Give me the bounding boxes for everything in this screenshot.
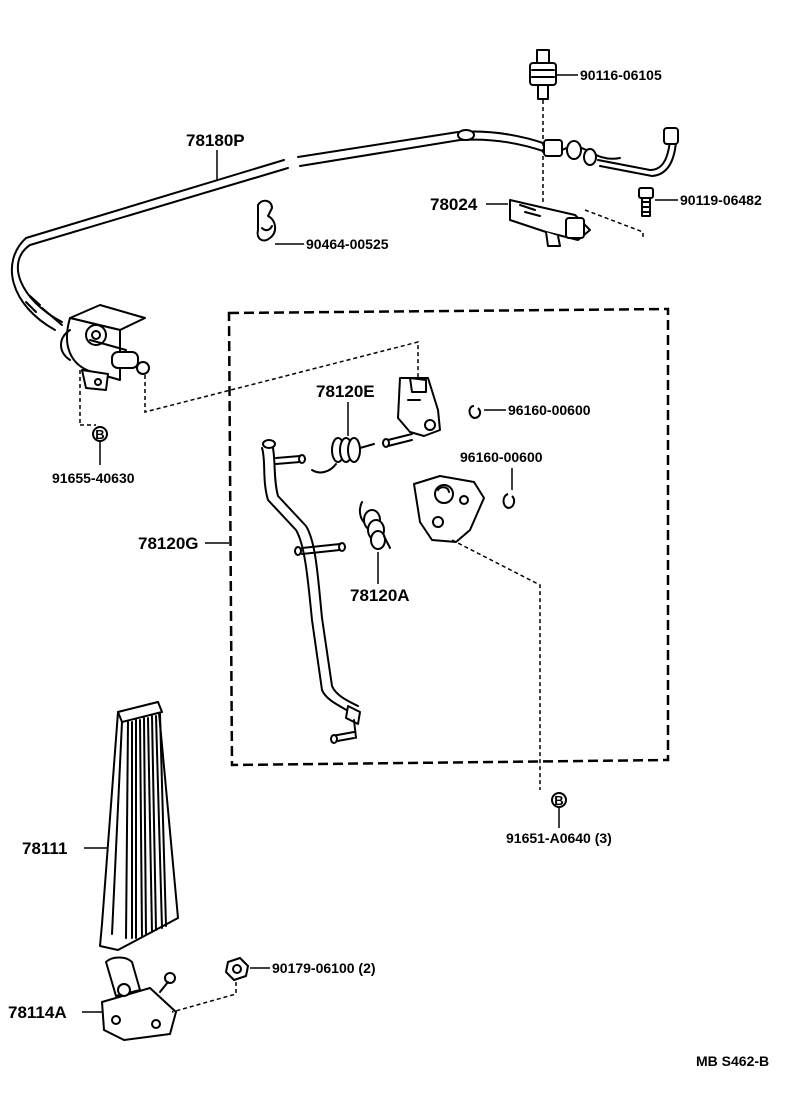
pedal-lever bbox=[261, 439, 361, 744]
right-bolt bbox=[638, 187, 654, 217]
label-96160-00600-a: 96160-00600 bbox=[508, 402, 591, 418]
upper-bracket bbox=[382, 377, 441, 448]
bolt-marker-left bbox=[92, 426, 108, 442]
label-78120E: 78120E bbox=[316, 382, 375, 401]
bolt-marker-bottom bbox=[551, 792, 567, 808]
label-96160-00600-b: 96160-00600 bbox=[460, 449, 543, 465]
clamp bbox=[256, 199, 276, 242]
diagram-code: MB S462-B bbox=[696, 1053, 769, 1069]
label-90119-06482: 90119-06482 bbox=[680, 192, 762, 208]
hinge-bracket bbox=[413, 475, 485, 543]
cable-end-bracket bbox=[60, 304, 150, 391]
accelerator-cable bbox=[10, 127, 679, 331]
bracket-78024 bbox=[509, 199, 591, 247]
assembly-box bbox=[227, 307, 670, 767]
label-78111: 78111 bbox=[22, 839, 67, 858]
label-78114A: 78114A bbox=[8, 1003, 67, 1022]
clip-upper bbox=[468, 405, 482, 419]
pedal-base bbox=[101, 956, 177, 1041]
label-90116-06105: 90116-06105 bbox=[580, 67, 662, 83]
nut bbox=[225, 957, 249, 981]
label-78120G: 78120G bbox=[138, 534, 199, 553]
clip-lower bbox=[502, 493, 516, 509]
pedal-pad bbox=[99, 701, 179, 951]
label-91655-40630: 91655-40630 bbox=[52, 470, 135, 486]
top-bolt bbox=[529, 49, 557, 100]
label-90179-06100: 90179-06100 (2) bbox=[272, 960, 376, 976]
spring-78120E bbox=[311, 437, 375, 474]
label-91651-A0640: 91651-A0640 (3) bbox=[506, 830, 612, 846]
bolt-marker-left-letter: B bbox=[95, 427, 104, 442]
bolt-marker-bottom-letter: B bbox=[554, 793, 563, 808]
label-78120A: 78120A bbox=[350, 586, 410, 605]
label-90464-00525: 90464-00525 bbox=[306, 236, 389, 252]
spring-78120A bbox=[358, 501, 391, 550]
label-78180P: 78180P bbox=[186, 131, 245, 150]
label-78024: 78024 bbox=[430, 195, 478, 214]
